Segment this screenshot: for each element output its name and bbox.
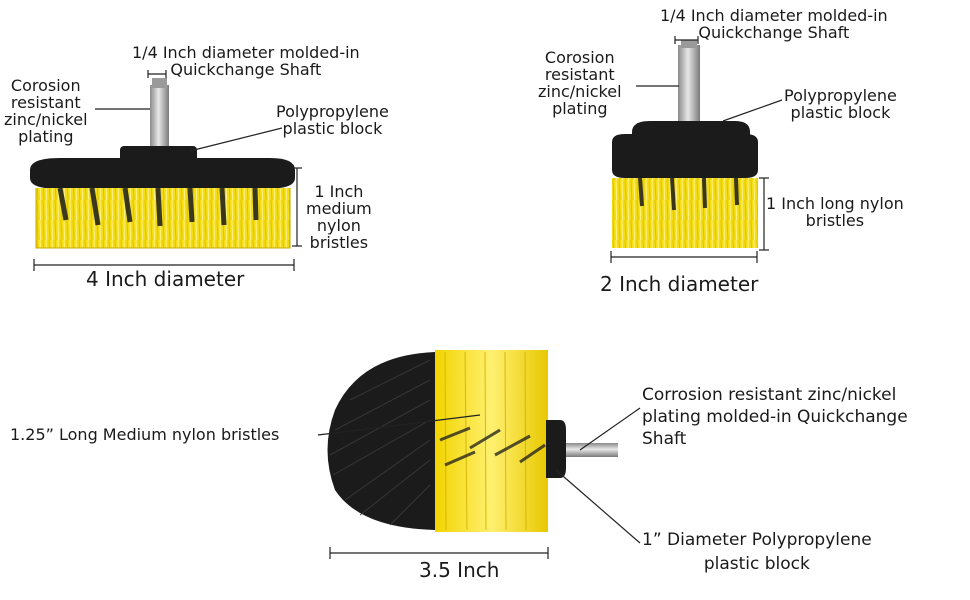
shaft xyxy=(678,45,700,123)
plastic-block xyxy=(632,121,750,138)
plating-label: Corosion resistant zinc/nickel plating xyxy=(538,48,622,118)
shaft-label: 1/4 Inch diameter molded-in Quickchange … xyxy=(132,43,360,79)
shaft-label: 1/4 Inch diameter molded-in Quickchange … xyxy=(660,6,888,42)
length-label: 3.5 Inch xyxy=(419,558,500,582)
block-label: Polypropylene plastic block xyxy=(784,86,897,122)
bristle-label: 1.25” Long Medium nylon bristles xyxy=(10,425,280,444)
diameter-label: 4 Inch diameter xyxy=(86,267,245,291)
shaft xyxy=(150,85,169,155)
shaft xyxy=(566,443,618,457)
black-bristles xyxy=(327,352,435,530)
block-label: Polypropylene plastic block xyxy=(276,102,389,138)
brush-3-5-inch xyxy=(317,350,641,559)
plating-label: Corosion resistant zinc/nickel plating xyxy=(4,76,88,146)
bristles xyxy=(36,188,290,248)
block-label: 1” Diameter Polypropylene plastic block xyxy=(642,530,872,574)
plating-label: Corrosion resistant zinc/nickel plating … xyxy=(642,385,908,449)
brush-4-inch xyxy=(30,70,302,271)
plastic-block xyxy=(546,420,566,478)
yellow-bristles xyxy=(435,350,548,532)
bristle-label: 1 Inch long nylon bristles xyxy=(766,194,904,230)
bristle-label: 1 Inch medium nylon bristles xyxy=(306,182,372,252)
bristles xyxy=(612,178,758,248)
brush-2-inch xyxy=(610,36,783,263)
diameter-label: 2 Inch diameter xyxy=(600,272,759,296)
